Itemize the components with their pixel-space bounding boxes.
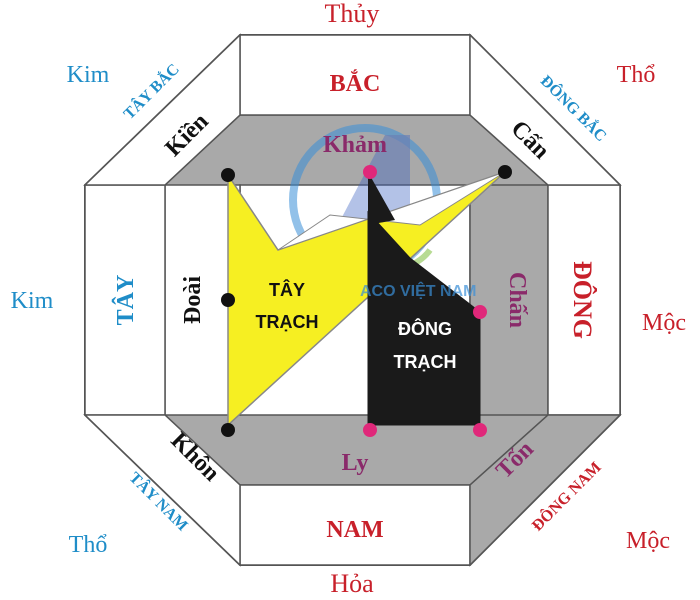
south-outer-panel [239,484,471,566]
west-group-label-1: TÂY [269,279,305,300]
element-wood-southeast: Mộc [626,528,670,554]
element-metal-northwest: Kim [67,62,110,88]
trigram-kham: Khảm [323,132,387,158]
east-group-shape [367,210,481,426]
element-metal-west: Kim [11,288,54,314]
watermark-text: ACO VIỆT NAM [360,281,476,300]
dot-ton [473,423,487,437]
direction-south: NAM [326,517,383,543]
element-fire: Hỏa [330,569,374,598]
dot-kham [363,165,377,179]
northwest-corner [83,33,241,186]
element-water: Thủy [325,0,380,28]
element-wood-east: Mộc [642,310,686,336]
east-group-label-2: TRẠCH [394,352,457,372]
southwest-corner [83,414,241,567]
dot-khon [221,423,235,437]
trigram-ly: Ly [342,450,369,476]
trigram-doai: Đoài [180,276,206,324]
dot-can [498,165,512,179]
southeast-corner [469,414,622,567]
west-group-shape-upper [277,171,506,251]
direction-north: BẮC [330,70,381,97]
west-group-label-2: TRẠCH [256,312,319,332]
element-earth-southwest: Thổ [69,532,108,558]
direction-east: ĐÔNG [568,261,597,339]
trigram-chan: Chấn [504,272,530,328]
dot-kien [221,168,235,182]
dot-ly [363,423,377,437]
east-group-top-wedge [368,172,395,225]
element-earth-northeast: Thổ [617,62,656,88]
east-group-label-1: ĐÔNG [398,318,452,339]
dot-doai [221,293,235,307]
east-outer-panel [547,184,621,416]
west-outer-panel [84,184,166,416]
northeast-corner [469,33,622,186]
direction-west: TÂY [112,275,139,326]
dot-chan [473,305,487,319]
